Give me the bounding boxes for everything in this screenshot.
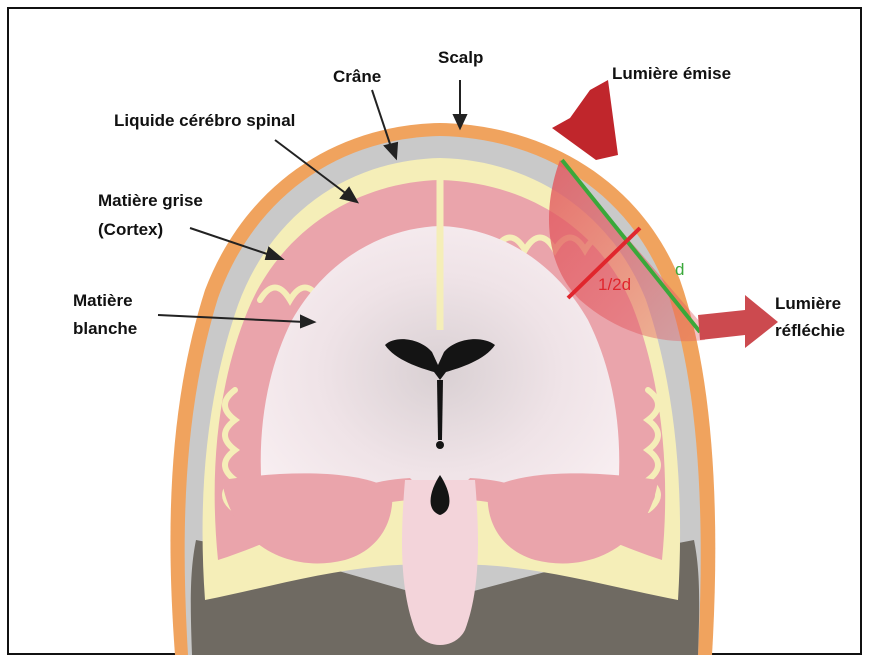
emitted-light-arrow [552, 80, 618, 160]
label-scalp: Scalp [438, 47, 483, 69]
distance-label: d [675, 260, 684, 279]
label-matiere-grise: Matière grise [98, 190, 203, 212]
reflected-light-arrow [698, 295, 778, 348]
aqueduct [436, 441, 444, 449]
label-matiere: Matière [73, 290, 133, 312]
label-blanche: blanche [73, 318, 137, 340]
third-ventricle [437, 380, 443, 440]
label-lumiere-emise: Lumière émise [612, 63, 731, 85]
label-crane: Crâne [333, 66, 381, 88]
label-reflechie: réfléchie [775, 320, 845, 342]
label-lumiere: Lumière [775, 293, 841, 315]
label-cortex: (Cortex) [98, 219, 163, 241]
half-distance-label: 1/2d [598, 275, 631, 294]
label-liquide-cerebro-spinal: Liquide cérébro spinal [114, 110, 295, 132]
